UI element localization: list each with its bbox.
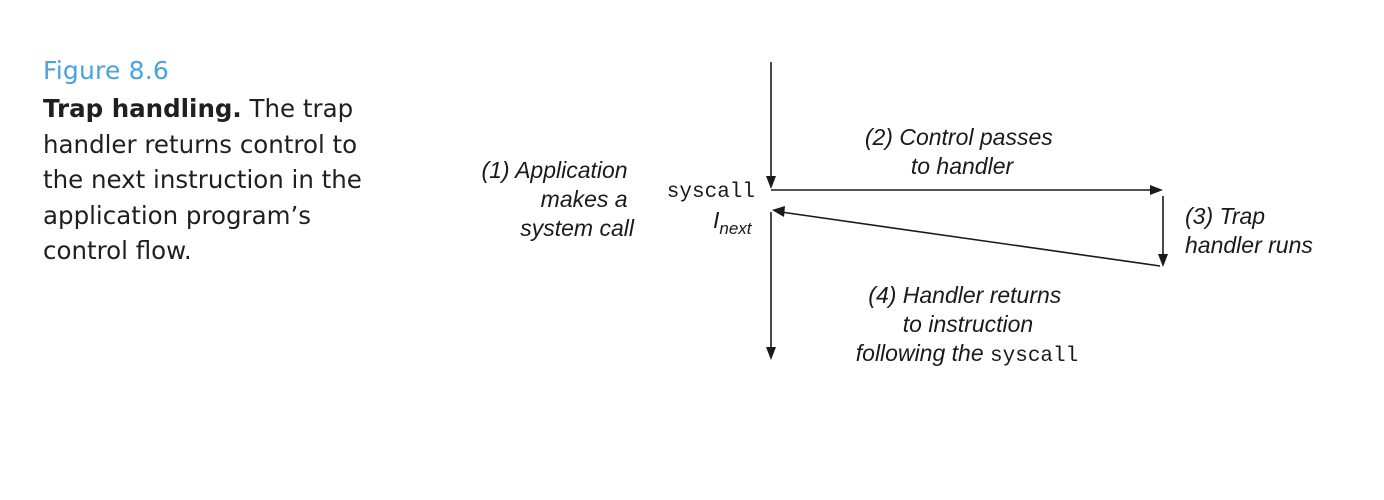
step1-label: (1) Application makes a system call [481,157,634,241]
figure-caption: Figure 8.6 Trap handling. The trap handl… [43,56,403,269]
step3-label: (3) Trap handler runs [1185,203,1313,258]
app-flow-bottom-arrowhead [766,347,776,360]
step4-line2: to instruction [903,311,1033,337]
app-flow-top-arrowhead [766,176,776,189]
inext-subscript: next [719,219,752,238]
step1-line2: makes a [541,186,628,212]
figure-number: Figure 8.6 [43,56,170,85]
step1-line3: system call [520,215,635,241]
figure-description: Trap handling. The trap handler returns … [43,91,403,269]
step3-line2: handler runs [1185,232,1313,258]
step2-line2: to handler [911,153,1015,179]
return-arrowhead [772,206,785,217]
step4-label: (4) Handler returns to instruction [868,282,1067,337]
inext-label: Inext [713,207,753,238]
step4-line3-prefix: following the [856,340,990,366]
figure-body: The trap handler returns control to the … [43,94,362,265]
return-arrow-line [780,211,1161,267]
inext-main: I [713,207,720,233]
step3-line1: (3) Trap [1185,203,1265,229]
step2-label: (2) Control passes to handler [865,124,1059,179]
handler-run-arrowhead [1158,254,1168,267]
step4-line3: following the syscall [856,340,1078,368]
syscall-label: syscall [667,181,755,204]
figure-title: Trap handling. [43,94,242,123]
step4-line3-code: syscall [990,345,1078,368]
step1-line1: (1) Application [481,157,627,183]
to-handler-arrowhead [1150,185,1163,195]
step2-line1: (2) Control passes [865,124,1053,150]
step4-line1: (4) Handler returns [868,282,1062,308]
